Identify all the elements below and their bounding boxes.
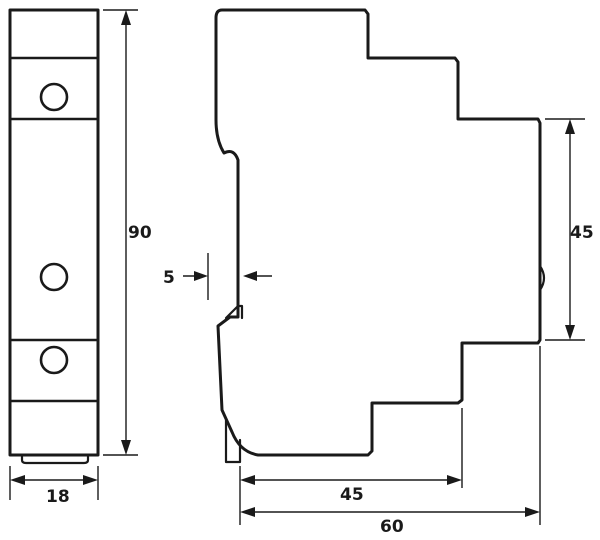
dimension-step-height: 45 <box>545 118 594 341</box>
dimension-front-width: 18 <box>9 466 99 507</box>
dimension-label-45-horizontal: 45 <box>340 485 364 505</box>
terminal-screw-bottom <box>39 345 69 375</box>
dimension-label-90: 90 <box>128 223 152 243</box>
terminal-screw-top <box>39 82 69 112</box>
rail-clip <box>224 304 244 320</box>
dimension-label-18: 18 <box>46 487 70 507</box>
dimension-total-depth: 60 <box>240 346 541 537</box>
front-base-tab <box>20 453 90 465</box>
dimension-body-depth: 45 <box>239 408 463 525</box>
side-view-outline <box>214 8 542 457</box>
front-view <box>8 8 100 465</box>
dimension-label-5: 5 <box>163 268 175 288</box>
dimension-rail-offset: 5 <box>163 253 272 300</box>
dimension-front-height: 90 <box>103 9 152 456</box>
indicator-screw-middle <box>39 262 69 292</box>
side-bump <box>538 264 546 292</box>
dimension-label-60: 60 <box>380 517 404 537</box>
front-view-body <box>8 8 100 457</box>
rail-clip-lower <box>224 418 242 464</box>
dimension-label-45-vertical: 45 <box>570 223 594 243</box>
side-view <box>214 8 546 464</box>
